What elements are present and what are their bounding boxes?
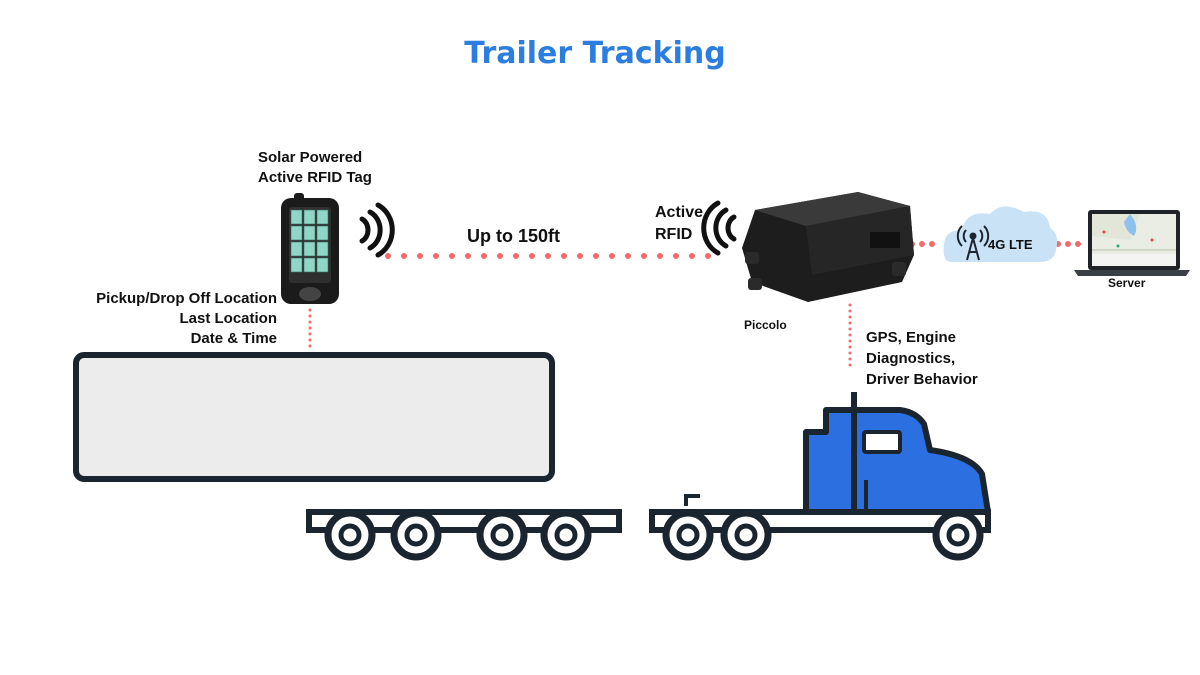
trailer-info-line-2: Last Location [179,310,277,327]
truck-data-line-3: Driver Behavior [866,371,978,388]
tag-label-line-2: Active RFID Tag [258,169,372,186]
tag-label-line-1: Solar Powered [258,149,363,166]
cell-tower-icon [956,225,990,261]
laptop-icon [1074,210,1190,276]
wireless-signal-icon [701,200,737,256]
trailer-icon [73,352,622,561]
solar-rfid-tag-icon [281,193,339,304]
truck-data-line-1: GPS, Engine [866,329,957,346]
range-label: Up to 150ft [467,226,561,246]
diagram-title: Trailer Tracking [464,36,726,71]
tag-label: Solar Powered Active RFID Tag [258,148,372,188]
truck-data-label: GPS, Engine Diagnostics, Driver Behavior [866,327,978,390]
server-label: Server [1108,276,1146,290]
piccolo-device-icon [742,192,914,302]
trailer-info-line-3: Date & Time [190,330,277,347]
receiver-label: Active RFID [655,202,703,246]
wireless-signal-icon [359,202,395,258]
device-label: Piccolo [744,318,787,332]
network-label: 4G LTE [988,237,1033,252]
truck-icon [649,392,991,561]
receiver-label-line-2: RFID [655,226,693,243]
receiver-label-line-1: Active [655,204,704,221]
truck-data-line-2: Diagnostics, [866,350,956,367]
cloud-icon [943,206,1058,262]
trailer-info-line-1: Pickup/Drop Off Location [96,290,277,307]
trailer-info-label: Pickup/Drop Off Location Last Location D… [58,289,277,349]
